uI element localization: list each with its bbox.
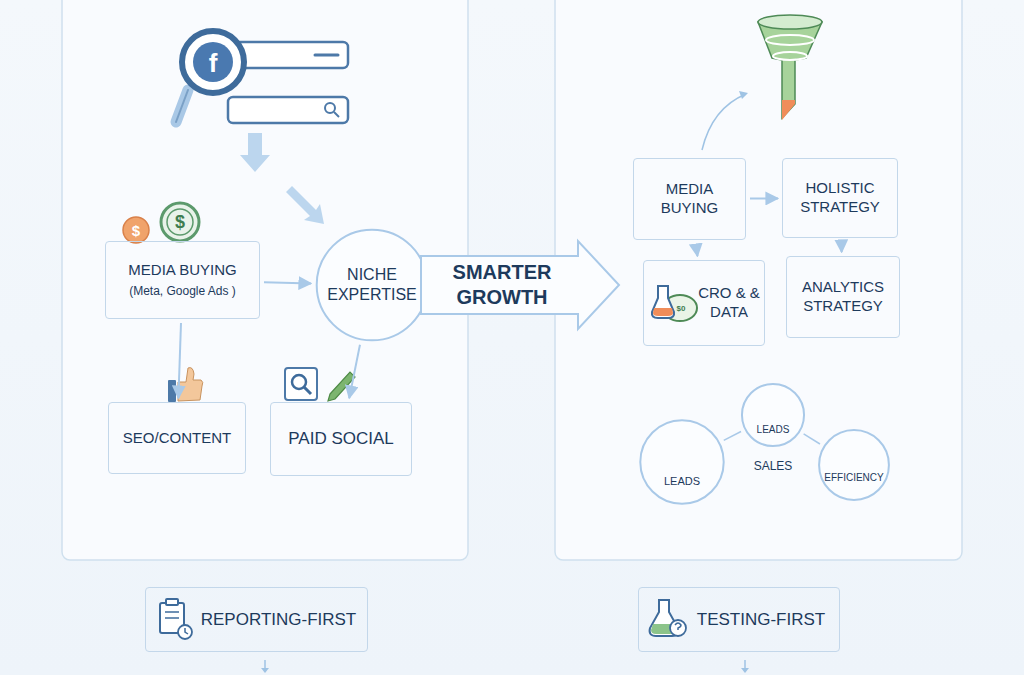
process-box: CRO & & DATA — [643, 260, 765, 346]
node-label: HOLISTIC STRATEGY — [791, 179, 889, 217]
node-label: PAID SOCIAL — [288, 428, 394, 449]
node-sublabel: (Meta, Google Ads ) — [129, 284, 236, 299]
node-label: CRO & & DATA — [698, 284, 760, 322]
node-label: LEADS — [757, 424, 790, 437]
brand-letter: f — [209, 50, 218, 76]
node-label: LEADS — [664, 475, 700, 489]
flow-arrow — [750, 197, 778, 199]
flow-arrow — [696, 244, 698, 256]
circle-outline — [315, 228, 429, 342]
circle-outline — [741, 383, 805, 447]
node-label: MEDIA BUYING — [640, 180, 739, 218]
outcome-circle: LEADS — [639, 419, 725, 505]
node-label: SEO/CONTENT — [123, 429, 231, 448]
link-line — [804, 434, 820, 444]
process-box: PAID SOCIAL — [270, 402, 412, 476]
growth-arrow: SMARTER GROWTH — [420, 240, 620, 330]
circle-outline — [639, 419, 725, 505]
coin-symbol: $ — [175, 213, 185, 231]
flow-arrow — [840, 242, 842, 252]
node-label: MEDIA BUYING — [128, 261, 236, 280]
flow-arrow — [264, 282, 311, 283]
process-box: MEDIA BUYING — [633, 158, 746, 240]
flow-arrow — [178, 323, 181, 398]
circle-outline — [818, 429, 890, 501]
node-label: NICHE EXPERTISE — [319, 265, 425, 305]
arrow-outline — [420, 240, 620, 330]
focus-circle: NICHE EXPERTISE — [315, 228, 429, 342]
process-box: HOLISTIC STRATEGY — [782, 158, 898, 238]
flow-arrow — [349, 345, 360, 398]
coin-symbol: $ — [132, 223, 140, 238]
process-box: MEDIA BUYING (Meta, Google Ads ) — [105, 241, 260, 319]
node-label: TESTING-FIRST — [697, 609, 825, 630]
approach-box: TESTING-FIRST — [638, 587, 840, 652]
outcome-circle: EFFICIENCY — [818, 429, 890, 501]
outcome-circle: LEADS — [741, 383, 805, 447]
approach-box: REPORTING-FIRST — [145, 587, 368, 652]
flow-label: SALES — [754, 460, 793, 472]
node-label: SMARTER GROWTH — [428, 260, 576, 310]
coin-value: $0 — [677, 305, 686, 313]
node-label: EFFICIENCY — [824, 472, 883, 485]
process-box: ANALYTICS STRATEGY — [786, 256, 900, 338]
link-line — [724, 432, 741, 441]
process-box: SEO/CONTENT — [108, 402, 246, 474]
node-label: ANALYTICS STRATEGY — [793, 278, 893, 316]
node-label: REPORTING-FIRST — [201, 609, 357, 630]
